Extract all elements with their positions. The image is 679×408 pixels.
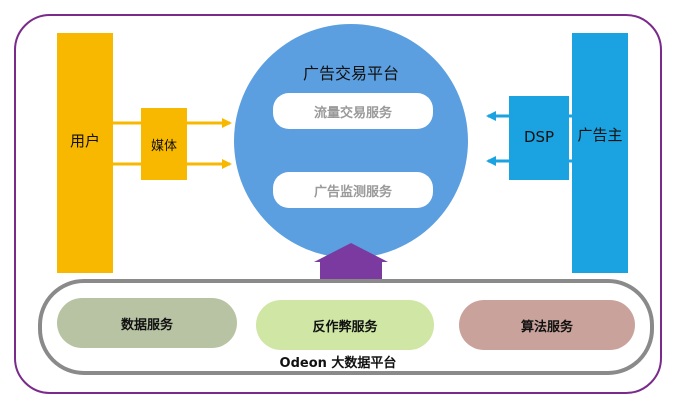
traffic-trade-service: 流量交易服务 [273, 93, 433, 129]
user-bar [57, 33, 113, 273]
algorithm-service-label: 算法服务 [520, 319, 573, 335]
dsp-box [509, 96, 569, 180]
ad-exchange-title: 广告交易平台 [302, 64, 399, 83]
up-arrow-head [314, 243, 388, 262]
traffic-trade-service-label: 流量交易服务 [313, 105, 392, 121]
outer-frame [14, 14, 662, 394]
dsp-label: DSP [523, 128, 555, 146]
data-service: 数据服务 [57, 298, 237, 348]
ad-monitoring-service: 广告监测服务 [273, 172, 433, 208]
anti-fraud-service-label: 反作弊服务 [312, 319, 378, 335]
user-label: 用户 [69, 132, 100, 150]
media-label: 媒体 [150, 139, 177, 154]
data-service-label: 数据服务 [120, 317, 173, 333]
bigdata-platform-frame [38, 279, 654, 375]
up-arrow-shaft [320, 262, 382, 283]
algorithm-service: 算法服务 [459, 300, 635, 350]
ad-monitoring-service-label: 广告监测服务 [313, 184, 392, 200]
bigdata-platform-title: Odeon 大数据平台 [279, 356, 397, 371]
advertiser-bar [572, 33, 628, 273]
ad-exchange-circle [234, 24, 468, 258]
media-box [141, 108, 187, 180]
advertiser-label: 广告主 [577, 126, 623, 144]
anti-fraud-service: 反作弊服务 [256, 300, 434, 350]
